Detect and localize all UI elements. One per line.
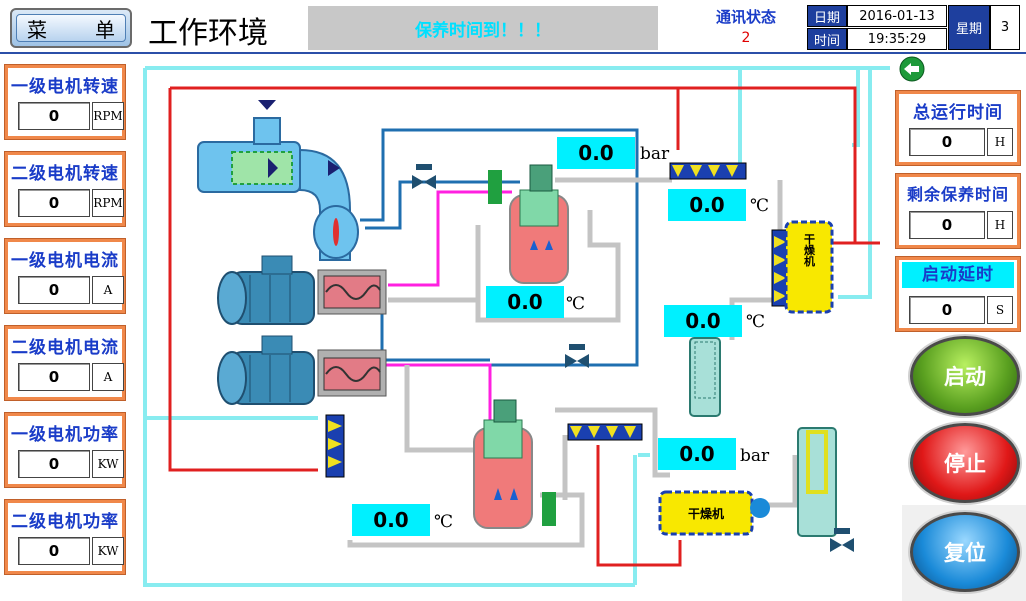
motor2-power-unit: KW (92, 537, 124, 565)
panel-label: 二级电机转速 (11, 164, 119, 184)
readout-temp-3-unit: ℃ (746, 312, 766, 332)
readout-temp-2-unit: ℃ (566, 294, 586, 314)
start-delay-unit: S (987, 296, 1013, 324)
menu-button[interactable]: 菜 单 (10, 8, 132, 48)
reset-button-label: 复位 (944, 541, 986, 565)
motor1-current-unit: A (92, 276, 124, 304)
readout-temp-4-unit: ℃ (434, 512, 454, 532)
panel-motor1-power: 一级电机功率 0 KW (4, 412, 126, 488)
menu-button-face: 菜 单 (16, 14, 126, 42)
weekday-value: 3 (990, 5, 1020, 50)
readout-temp-4: 0.0 (352, 504, 430, 536)
panel-remaining-maintenance: 剩余保养时间 0 H (895, 173, 1021, 249)
date-label: 日期 (807, 5, 847, 27)
start-delay-value[interactable]: 0 (909, 296, 985, 324)
comm-status-label: 通讯状态 (715, 8, 776, 26)
panel-start-delay: 启动延时 0 S (895, 256, 1021, 332)
panel-motor1-speed: 一级电机转速 0 RPM (4, 64, 126, 140)
motor2-current-value[interactable]: 0 (18, 363, 90, 391)
panel-label: 二级电机电流 (11, 338, 119, 358)
panel-total-runtime: 总运行时间 0 H (895, 90, 1021, 166)
motor2-power-value[interactable]: 0 (18, 537, 90, 565)
page-title: 工作环境 (148, 16, 268, 51)
header-divider (0, 52, 1026, 54)
motor2-speed-unit: RPM (92, 189, 124, 217)
menu-label-right: 单 (95, 17, 115, 42)
stop-button[interactable]: 停止 (910, 423, 1020, 503)
comm-status-value: 2 (741, 30, 751, 46)
panel-motor2-power: 二级电机功率 0 KW (4, 499, 126, 575)
motor1-current-value[interactable]: 0 (18, 276, 90, 304)
start-button[interactable]: 启动 (910, 336, 1020, 416)
total-runtime-unit: H (987, 128, 1013, 156)
horizontal-dryer-label: 干燥机 (688, 506, 724, 521)
valve-icon-3[interactable] (830, 528, 854, 552)
readout-temp-2: 0.0 (486, 286, 564, 318)
back-arrow-icon[interactable] (898, 56, 926, 82)
panel-motor2-current: 二级电机电流 0 A (4, 325, 126, 401)
panel-label: 总运行时间 (913, 103, 1003, 123)
motor2-speed-value[interactable]: 0 (18, 189, 90, 217)
remaining-maintenance-unit: H (987, 211, 1013, 239)
time-value: 19:35:29 (847, 28, 947, 50)
readout-pressure-2-unit: bar (740, 446, 770, 466)
total-runtime-value[interactable]: 0 (909, 128, 985, 156)
readout-pressure-1-unit: bar (640, 144, 670, 164)
weekday-label: 星期 (948, 5, 990, 50)
motor1-power-value[interactable]: 0 (18, 450, 90, 478)
menu-label-left: 菜 (27, 17, 47, 42)
readout-pressure-2: 0.0 (658, 438, 736, 470)
valve-icon-2[interactable] (565, 344, 589, 368)
maintenance-banner: 保养时间到！！！ (308, 6, 658, 50)
motor1-speed-value[interactable]: 0 (18, 102, 90, 130)
panel-motor1-current: 一级电机电流 0 A (4, 238, 126, 314)
vertical-dryer-label: 干燥机 (803, 233, 816, 267)
start-button-label: 启动 (944, 365, 986, 389)
reset-button[interactable]: 复位 (910, 512, 1020, 592)
motor2-current-unit: A (92, 363, 124, 391)
valve-icon-1[interactable] (412, 164, 436, 189)
panel-label: 一级电机转速 (11, 77, 119, 97)
panel-label: 剩余保养时间 (906, 185, 1009, 204)
stop-button-label: 停止 (944, 452, 986, 476)
remaining-maintenance-value[interactable]: 0 (909, 211, 985, 239)
date-value: 2016-01-13 (847, 5, 947, 27)
panel-label: 一级电机功率 (11, 425, 119, 445)
readout-temp-1: 0.0 (668, 189, 746, 221)
panel-label: 一级电机电流 (11, 251, 119, 271)
readout-pressure-1: 0.0 (557, 137, 635, 169)
panel-label: 二级电机功率 (11, 512, 119, 532)
motor1-speed-unit: RPM (92, 102, 124, 130)
time-label: 时间 (807, 28, 847, 50)
motor1-power-unit: KW (92, 450, 124, 478)
panel-label: 启动延时 (902, 262, 1014, 288)
readout-temp-3: 0.0 (664, 305, 742, 337)
panel-motor2-speed: 二级电机转速 0 RPM (4, 151, 126, 227)
readout-temp-1-unit: ℃ (750, 196, 770, 216)
